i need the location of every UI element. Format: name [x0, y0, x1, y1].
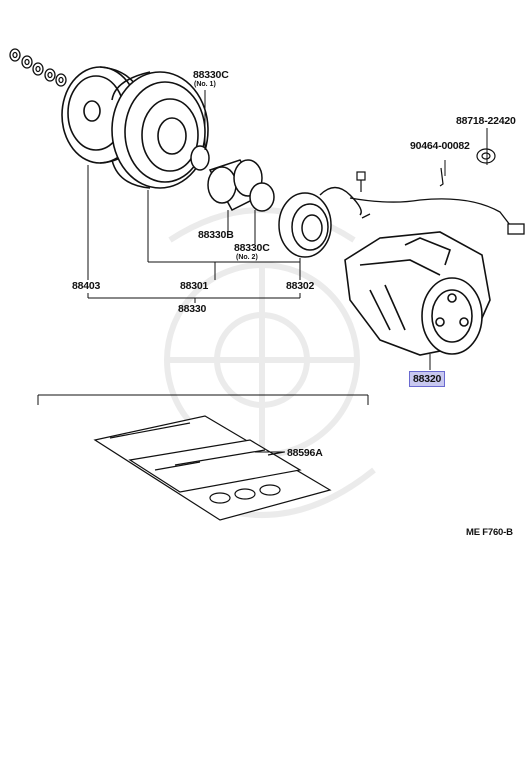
pressure-plate-icon [61, 66, 149, 164]
caution-label-icon [93, 415, 332, 521]
label-90464-00082: 90464-00082 [410, 140, 470, 152]
label-88403: 88403 [72, 280, 101, 292]
leader-lines [87, 90, 488, 370]
label-88330c-no2: 88330C [234, 242, 270, 254]
wire-harness-icon [349, 197, 525, 235]
label-88302: 88302 [286, 280, 315, 292]
label-88301: 88301 [180, 280, 209, 292]
label-88330c-no2-note: (No. 2) [236, 254, 258, 261]
pulley-icon [111, 71, 209, 189]
stator-coil-icon [278, 186, 362, 258]
label-88718-22420: 88718-22420 [456, 115, 516, 127]
compressor-icon [344, 231, 491, 356]
bolt-icon [356, 171, 366, 192]
reference-code: ME F760-B [466, 527, 513, 538]
washer-set-icon [9, 48, 67, 87]
label-card-bracket [37, 394, 369, 405]
label-88596a: 88596A [287, 447, 323, 459]
bearing-icon [190, 145, 275, 212]
wire-clip-icon [439, 148, 496, 187]
label-88320-highlighted[interactable]: 88320 [409, 371, 446, 387]
label-88330: 88330 [178, 303, 207, 315]
label-88330c-no1-note: (No. 1) [194, 81, 216, 88]
label-88330b: 88330B [198, 229, 234, 241]
label-88330c-no1: 88330C [193, 69, 229, 81]
